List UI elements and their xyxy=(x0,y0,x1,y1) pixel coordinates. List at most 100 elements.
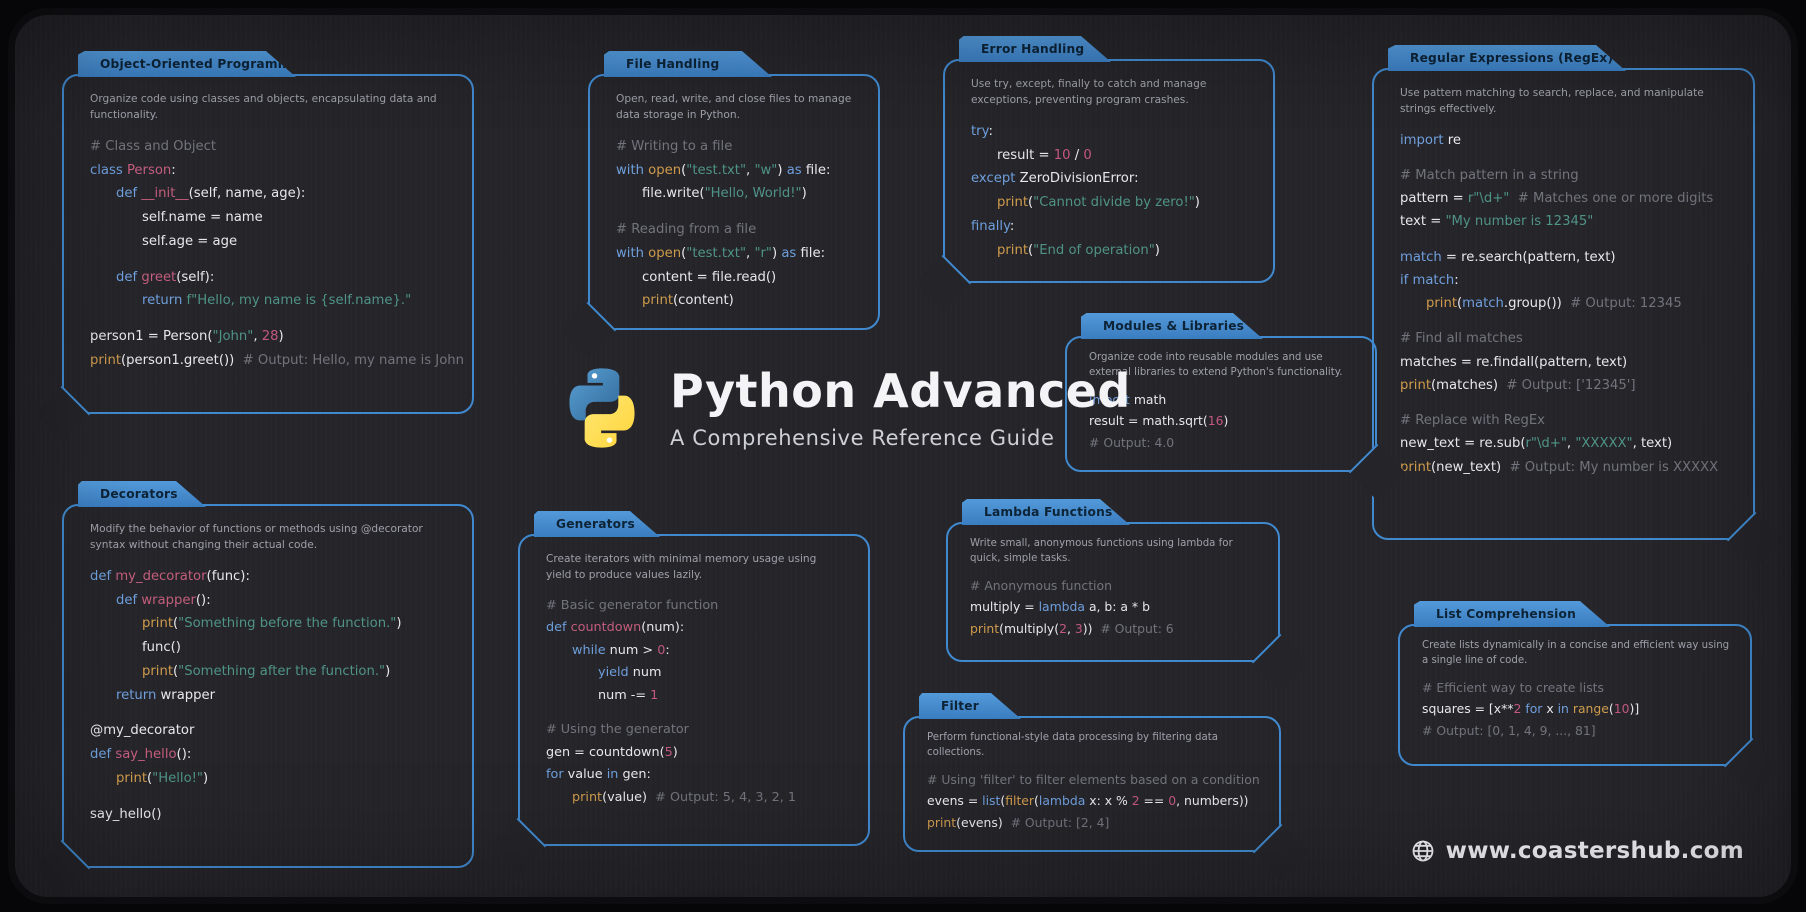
code-token: : xyxy=(1009,218,1015,234)
code-token: ) xyxy=(203,770,209,786)
code-token: 0 xyxy=(1083,147,1092,163)
code-token: text = xyxy=(1400,214,1446,230)
code-spacer xyxy=(1400,152,1729,164)
code-line: multiply = lambda a, b: a * b xyxy=(970,596,1260,618)
code-line: person1 = Person("John", 28) xyxy=(90,325,448,349)
code-token: file: xyxy=(800,245,826,261)
code-token: "Something after the function." xyxy=(178,663,386,679)
code-line: print("Something before the function.") xyxy=(90,612,448,636)
panel-title: Modules & Libraries xyxy=(1103,319,1245,333)
site-url: www.coastershub.com xyxy=(1445,838,1744,864)
code-token: "End of operation" xyxy=(1033,242,1155,258)
code-line: # Match pattern in a string xyxy=(1400,164,1729,187)
code-token: say_hello() xyxy=(90,806,162,822)
code-token: __init__ xyxy=(141,186,189,202)
code-token: yield xyxy=(598,665,633,681)
code-token: "Hello!" xyxy=(152,770,204,786)
panel-tab: List Comprehension xyxy=(1414,601,1610,627)
footer-brand: www.coastershub.com xyxy=(1411,838,1744,864)
code-line: finally: xyxy=(971,215,1249,239)
code-line: yield num xyxy=(546,662,844,685)
code-token: , xyxy=(1566,436,1576,452)
code-line: # Basic generator function xyxy=(546,595,844,618)
panel-tab: Modules & Libraries xyxy=(1081,313,1263,339)
code-token: 0 xyxy=(657,642,666,658)
code-line: print("Hello!") xyxy=(90,767,448,791)
code-token: 2 xyxy=(1059,621,1067,636)
panel-body: Create iterators with minimal memory usa… xyxy=(520,536,868,844)
code-token: ) xyxy=(672,744,678,760)
code-token: num xyxy=(632,665,662,681)
code-line: gen = countdown(5) xyxy=(546,742,844,765)
code-token: (self): xyxy=(176,269,215,285)
panel-tab: Lambda Functions xyxy=(962,499,1130,525)
python-logo-icon xyxy=(569,368,635,448)
code-token: ) xyxy=(772,245,782,261)
code-token: Person xyxy=(126,162,172,178)
code-token: : xyxy=(1454,272,1459,288)
code-line: result = 10 / 0 xyxy=(971,144,1249,168)
panel-body: Create lists dynamically in a concise an… xyxy=(1400,626,1750,764)
code-token: print xyxy=(90,352,121,368)
code-token: print xyxy=(572,789,603,805)
code-token: r"\d+" xyxy=(1467,191,1510,207)
code-token: open xyxy=(648,162,682,178)
code-token: def xyxy=(116,592,142,608)
code-token: def xyxy=(90,747,116,763)
code-token: # Using 'filter' to filter elements base… xyxy=(927,771,1260,787)
code-token: gen: xyxy=(622,767,651,783)
code-token: ( xyxy=(1028,242,1034,258)
code-token: greet xyxy=(141,269,177,285)
code-token: ( xyxy=(1608,701,1614,717)
code-token: # Matches one or more digits xyxy=(1517,191,1714,207)
code-token: , xyxy=(253,329,262,345)
panel-title: Filter xyxy=(941,699,979,713)
code-token: ( xyxy=(1457,296,1463,312)
code-token: return xyxy=(142,293,187,309)
panel-tab: Object-Oriented Programming xyxy=(78,51,296,77)
code-token: # Output: 5, 4, 3, 2, 1 xyxy=(655,789,797,805)
code-line: result = math.sqrt(16) xyxy=(1089,410,1357,432)
code-line: # Class and Object xyxy=(90,135,448,159)
code-token: gen = countdown( xyxy=(546,744,665,760)
code-spacer xyxy=(90,707,448,719)
code-token: ) xyxy=(1223,413,1229,429)
code-token: while xyxy=(572,642,610,658)
code-token: # Efficient way to create lists xyxy=(1422,679,1604,695)
panel-description: Organize code into reusable modules and … xyxy=(1089,352,1343,379)
code-spacer xyxy=(1400,315,1729,327)
code-line: with open("test.txt", "r") as file: xyxy=(616,242,854,266)
code-line: print(person1.greet()) # Output: Hello, … xyxy=(90,349,464,373)
center-title-block: Python Advanced A Comprehensive Referenc… xyxy=(558,362,1131,454)
code-line: def wrapper(): xyxy=(90,589,448,613)
panel-description: Use try, except, finally to catch and ma… xyxy=(971,78,1207,106)
globe-icon xyxy=(1412,840,1434,862)
code-token: x xyxy=(1542,701,1558,717)
code-token: "w" xyxy=(754,162,778,178)
code-token: ) xyxy=(801,186,807,202)
code-token: ) xyxy=(1154,242,1160,258)
panel-title: Object-Oriented Programming xyxy=(100,57,313,71)
code-token: range xyxy=(1572,701,1609,717)
code-line: self.age = age xyxy=(90,230,448,254)
panel-description: Perform functional-style data processing… xyxy=(927,732,1218,759)
page-title: Python Advanced xyxy=(670,364,1131,419)
code-line: import re xyxy=(1400,129,1729,152)
code-token: def xyxy=(90,568,116,584)
code-token: # Output: Hello, my name is John xyxy=(242,352,464,368)
code-line: # Reading from a file xyxy=(616,218,854,242)
code-token: ZeroDivisionError: xyxy=(1019,171,1139,187)
code-token: # Find all matches xyxy=(1400,331,1523,347)
panel-regex: Regular Expressions (RegEx)Use pattern m… xyxy=(1372,68,1784,569)
code-token: print xyxy=(642,293,673,309)
code-line: evens = list(filter(lambda x: x % 2 == 0… xyxy=(927,790,1261,812)
code-token: x: x % xyxy=(1089,793,1132,809)
code-token: import xyxy=(1400,132,1448,148)
code-token: ( xyxy=(681,245,687,261)
code-token: (num): xyxy=(641,620,685,636)
code-token: person1 = Person( xyxy=(90,329,213,345)
panel-title: Generators xyxy=(556,517,635,531)
code-token: # Output: 6 xyxy=(1100,621,1174,636)
